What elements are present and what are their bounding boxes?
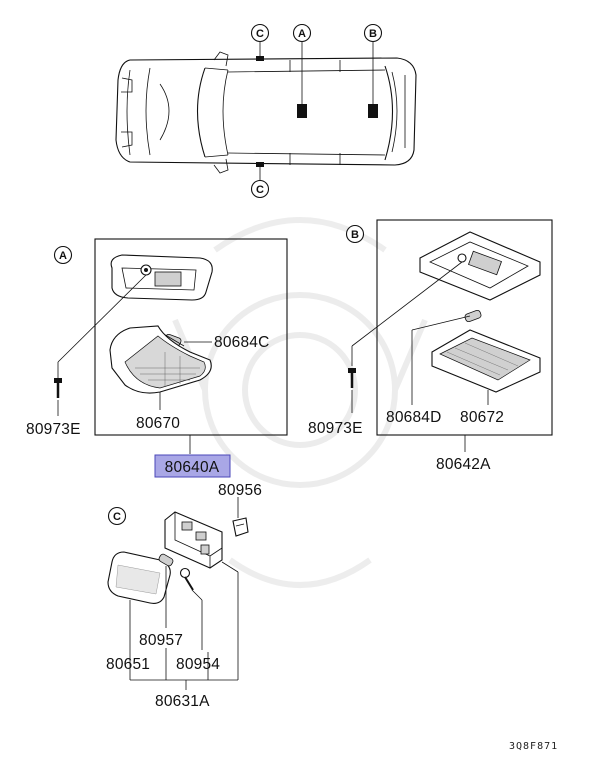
bulb-80684d[interactable] bbox=[464, 309, 482, 323]
part-label-80642a: 80642A bbox=[436, 456, 491, 473]
part-label-80640a: 80640A bbox=[165, 459, 220, 476]
clip-80956[interactable] bbox=[232, 517, 249, 537]
screw-80954[interactable] bbox=[179, 567, 194, 591]
lens-80670[interactable] bbox=[109, 325, 212, 394]
part-label-80672: 80672 bbox=[460, 409, 504, 426]
callout-label: C bbox=[113, 511, 121, 523]
section-a-frame bbox=[94, 238, 288, 436]
part-link-80640a[interactable]: 80640A bbox=[154, 454, 231, 478]
callout-label: B bbox=[351, 229, 359, 241]
part-label-80973e-right: 80973E bbox=[308, 420, 363, 437]
figure-code: 3Q8F871 bbox=[509, 741, 558, 752]
callout-b-top[interactable]: B bbox=[363, 23, 383, 43]
callout-a-section[interactable]: A bbox=[53, 245, 73, 265]
section-b-frame bbox=[376, 219, 553, 436]
callout-c-bottom[interactable]: C bbox=[250, 179, 270, 199]
callout-label: C bbox=[256, 28, 264, 40]
callout-label: B bbox=[369, 28, 377, 40]
part-label-80631a: 80631A bbox=[155, 693, 210, 710]
part-label-80957: 80957 bbox=[139, 632, 183, 649]
lens-80651[interactable] bbox=[107, 551, 171, 604]
lens-80672[interactable] bbox=[431, 329, 541, 393]
screw-80973e-left[interactable] bbox=[54, 378, 62, 398]
callout-label: A bbox=[59, 250, 67, 262]
part-label-80670: 80670 bbox=[136, 415, 180, 432]
callout-label: A bbox=[298, 28, 306, 40]
part-label-80651: 80651 bbox=[106, 656, 150, 673]
lamp-housing-c[interactable] bbox=[164, 511, 223, 569]
part-label-80954: 80954 bbox=[176, 656, 220, 673]
part-label-80684c: 80684C bbox=[214, 334, 270, 351]
part-label-80956: 80956 bbox=[218, 482, 262, 499]
callout-label: C bbox=[256, 184, 264, 196]
room-lamp-base-a[interactable] bbox=[110, 254, 213, 301]
callout-b-section[interactable]: B bbox=[345, 224, 365, 244]
part-label-80684d: 80684D bbox=[386, 409, 442, 426]
part-label-80973e-left: 80973E bbox=[26, 421, 81, 438]
screw-80973e-right[interactable] bbox=[348, 368, 356, 388]
room-lamp-base-b[interactable] bbox=[419, 231, 541, 301]
callout-c-top[interactable]: C bbox=[250, 23, 270, 43]
callout-c-section[interactable]: C bbox=[107, 506, 127, 526]
callout-a-top[interactable]: A bbox=[292, 23, 312, 43]
bulb-80957[interactable] bbox=[158, 553, 174, 567]
vehicle-top-view bbox=[115, 42, 417, 180]
